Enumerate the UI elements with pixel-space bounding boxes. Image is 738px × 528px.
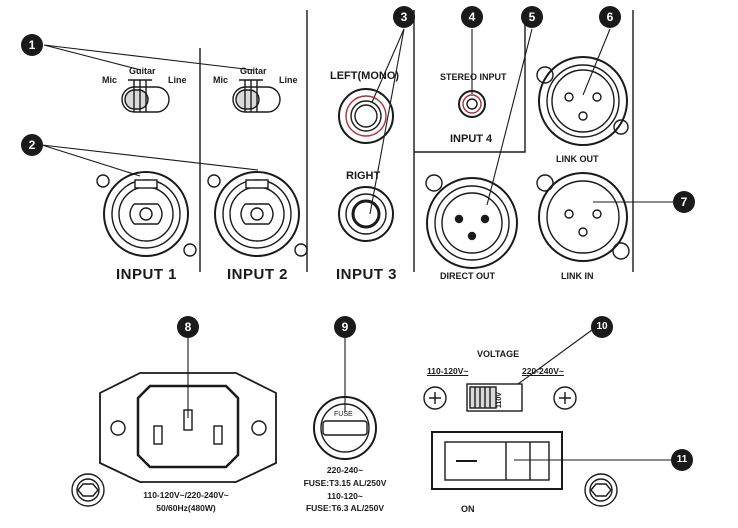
input-4-label: INPUT 4 bbox=[450, 133, 493, 145]
link-in-label: LINK IN bbox=[561, 271, 594, 281]
power-inlet[interactable] bbox=[99, 372, 277, 483]
screw-voltage-left bbox=[423, 386, 447, 410]
xlr-link-in[interactable] bbox=[536, 172, 630, 262]
callout-11: 11 bbox=[671, 449, 693, 471]
jack-stereo-input[interactable] bbox=[458, 90, 486, 118]
callout-leaders bbox=[41, 28, 674, 461]
screw-voltage-right bbox=[553, 386, 577, 410]
fuse-rating-line4: FUSE:T6.3 AL/250V bbox=[305, 503, 385, 513]
callout-1: 1 bbox=[21, 34, 43, 56]
callout-6: 6 bbox=[599, 6, 621, 28]
callout-2: 2 bbox=[21, 134, 43, 156]
fuse-rating-line2: FUSE:T3.15 AL/250V bbox=[303, 478, 387, 488]
switch2-line-label: Line bbox=[279, 75, 298, 85]
power-on-label: ON bbox=[461, 504, 475, 514]
fuse-holder[interactable] bbox=[313, 396, 377, 460]
switch2-mic-label: Mic bbox=[213, 75, 229, 85]
xlr-direct-out[interactable] bbox=[425, 174, 518, 269]
fuse-rating-line3: 110-120~ bbox=[327, 491, 363, 501]
stereo-input-label: STEREO INPUT bbox=[440, 72, 507, 82]
voltage-selector[interactable] bbox=[466, 383, 523, 412]
jack-left-mono[interactable] bbox=[338, 88, 394, 144]
inlet-rating-line1: 110-120V~/220-240V~ bbox=[143, 490, 229, 500]
switch1-mic-label: Mic bbox=[102, 75, 118, 85]
direct-out-label: DIRECT OUT bbox=[440, 271, 495, 281]
xlr-link-out[interactable] bbox=[536, 56, 629, 146]
switch2-guitar-label: Guitar bbox=[240, 66, 267, 76]
callout-9: 9 bbox=[334, 316, 356, 338]
link-out-label: LINK OUT bbox=[556, 154, 599, 164]
callout-4: 4 bbox=[461, 6, 483, 28]
input-1-label: INPUT 1 bbox=[116, 266, 178, 283]
callout-5: 5 bbox=[521, 6, 543, 28]
switch1-guitar-label: Guitar bbox=[129, 66, 156, 76]
left-mono-label: LEFT(MONO) bbox=[330, 70, 400, 82]
voltage-high-label: 220-240V~ bbox=[522, 366, 564, 376]
callout-10: 10 bbox=[591, 316, 613, 338]
callout-7: 7 bbox=[673, 191, 695, 213]
right-label: RIGHT bbox=[346, 170, 381, 182]
ground-screw-right bbox=[584, 473, 618, 507]
switch1-line-label: Line bbox=[168, 75, 187, 85]
voltage-setting-label: 110V bbox=[496, 392, 503, 408]
callout-3: 3 bbox=[393, 6, 415, 28]
selector-switch-2[interactable] bbox=[232, 79, 281, 113]
voltage-title: VOLTAGE bbox=[477, 349, 520, 359]
callout-8: 8 bbox=[177, 316, 199, 338]
input-2-label: INPUT 2 bbox=[227, 266, 289, 283]
power-switch[interactable] bbox=[431, 431, 563, 490]
inlet-rating-line2: 50/60Hz(480W) bbox=[156, 503, 216, 513]
jack-right[interactable] bbox=[338, 186, 394, 242]
ground-screw-left bbox=[71, 473, 105, 507]
selector-switch-1[interactable] bbox=[121, 79, 170, 113]
voltage-low-label: 110-120V~ bbox=[427, 366, 469, 376]
combo-jack-input-2[interactable] bbox=[207, 171, 308, 257]
input-3-label: INPUT 3 bbox=[336, 266, 398, 283]
fuse-cap-label: FUSE bbox=[334, 411, 353, 418]
fuse-rating-line1: 220-240~ bbox=[326, 465, 364, 475]
combo-jack-input-1[interactable] bbox=[96, 171, 197, 257]
